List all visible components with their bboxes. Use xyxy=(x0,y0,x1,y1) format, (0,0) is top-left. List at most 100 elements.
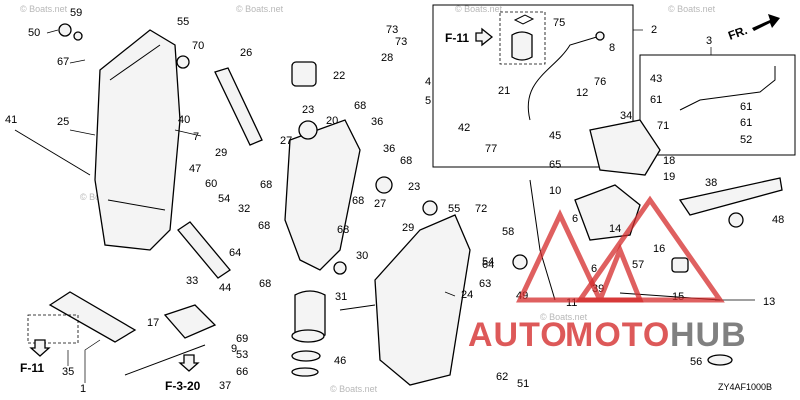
arrow-down-icon xyxy=(29,339,51,357)
callout: 4 xyxy=(425,76,431,88)
bottom-clamp-assembly xyxy=(27,291,217,376)
callout: 5 xyxy=(425,95,431,107)
callout: 43 xyxy=(650,73,662,85)
small-hardware xyxy=(58,23,744,366)
callout: 8 xyxy=(609,42,615,54)
callout: 64 xyxy=(482,259,494,271)
callout: 53 xyxy=(236,349,248,361)
callout: 77 xyxy=(485,143,497,155)
callout: 54 xyxy=(482,256,494,268)
nut-part xyxy=(58,23,72,37)
callout: 1 xyxy=(80,383,86,395)
cable-part xyxy=(529,179,556,301)
callout: 64 xyxy=(229,247,241,259)
callout: 16 xyxy=(653,243,665,255)
assembly-box-3 xyxy=(639,54,796,156)
callout: 47 xyxy=(189,163,201,175)
inset-box xyxy=(499,11,546,65)
callout: 19 xyxy=(663,171,675,183)
callout: 32 xyxy=(238,203,250,215)
callout: 67 xyxy=(57,56,69,68)
washer-part xyxy=(422,200,438,216)
assembly-box-2 xyxy=(432,4,634,168)
bracket-body xyxy=(94,29,181,251)
stern-bracket-right xyxy=(374,214,471,386)
callout: 27 xyxy=(280,135,292,147)
logo-triangle-icon xyxy=(575,195,725,303)
callout: 7 xyxy=(193,131,199,143)
callout: 46 xyxy=(334,355,346,367)
collar-part xyxy=(375,176,393,194)
callout: 41 xyxy=(5,114,17,126)
callout: 25 xyxy=(57,116,69,128)
callout: 58 xyxy=(502,226,514,238)
arrow-left-icon xyxy=(475,27,494,47)
callout: 27 xyxy=(374,198,386,210)
inset-box xyxy=(27,314,79,344)
callout: 56 xyxy=(690,356,702,368)
callout: 17 xyxy=(147,317,159,329)
callout: 24 xyxy=(461,289,473,301)
lever-arm-part xyxy=(678,177,783,216)
arrow-icon xyxy=(752,14,780,31)
swivel-body xyxy=(284,119,361,271)
brand-watermark: AUTO MOTO HUB xyxy=(468,195,747,354)
logo-word: MOTO xyxy=(565,316,670,354)
callout: 29 xyxy=(215,147,227,159)
callout: 73 xyxy=(386,24,398,36)
box-outline xyxy=(432,4,634,168)
callout: 54 xyxy=(218,193,230,205)
callout: 26 xyxy=(240,47,252,59)
hose-part xyxy=(527,35,601,121)
watermark: © Boats.net xyxy=(236,4,284,14)
callout: 36 xyxy=(371,116,383,128)
callout: 3 xyxy=(706,35,712,47)
callout: 36 xyxy=(383,143,395,155)
callout: 60 xyxy=(205,178,217,190)
logo-word: HUB xyxy=(670,316,747,354)
callout: 14 xyxy=(609,223,621,235)
callout: 11 xyxy=(566,297,577,309)
callout: 37 xyxy=(219,380,231,392)
callout: 68 xyxy=(260,179,272,191)
callout: 29 xyxy=(402,222,414,234)
callout: 76 xyxy=(594,76,606,88)
callout: 68 xyxy=(258,220,270,232)
callout: 23 xyxy=(408,181,420,193)
nut-part xyxy=(333,261,347,275)
long-bolt-part xyxy=(14,129,91,176)
callout: 28 xyxy=(381,52,393,64)
fitting-part xyxy=(595,31,605,41)
callout: 48 xyxy=(772,214,784,226)
callout: 68 xyxy=(352,195,364,207)
bracket-body xyxy=(374,214,471,386)
callout: 20 xyxy=(326,115,338,127)
callout: 2 xyxy=(651,24,657,36)
swivel-case xyxy=(284,119,361,377)
direction-label: FR. xyxy=(726,23,749,43)
front-direction-arrow: FR. xyxy=(726,14,780,43)
callout: 30 xyxy=(356,250,368,262)
callout: 61 xyxy=(650,94,662,106)
callout: 61 xyxy=(740,117,752,129)
callout: 68 xyxy=(400,155,412,167)
collar-part xyxy=(291,61,317,87)
callout: 44 xyxy=(219,282,231,294)
callout: 35 xyxy=(62,366,74,378)
callout: 75 xyxy=(553,17,565,29)
callout: 69 xyxy=(236,333,248,345)
callout: 18 xyxy=(663,155,675,167)
clip-part xyxy=(513,14,535,25)
callout: 71 xyxy=(657,120,669,132)
callout: 68 xyxy=(337,224,349,236)
pipe-part xyxy=(177,221,231,279)
callout: 72 xyxy=(475,203,487,215)
ref-arrow-f320: F-3-20 xyxy=(165,354,201,393)
callout: 12 xyxy=(576,87,588,99)
callout: 22 xyxy=(333,70,345,82)
callout: 31 xyxy=(335,291,347,303)
callout: 55 xyxy=(448,203,460,215)
callout: 13 xyxy=(763,296,775,308)
callout: 73 xyxy=(395,36,407,48)
callout: 57 xyxy=(632,259,644,271)
